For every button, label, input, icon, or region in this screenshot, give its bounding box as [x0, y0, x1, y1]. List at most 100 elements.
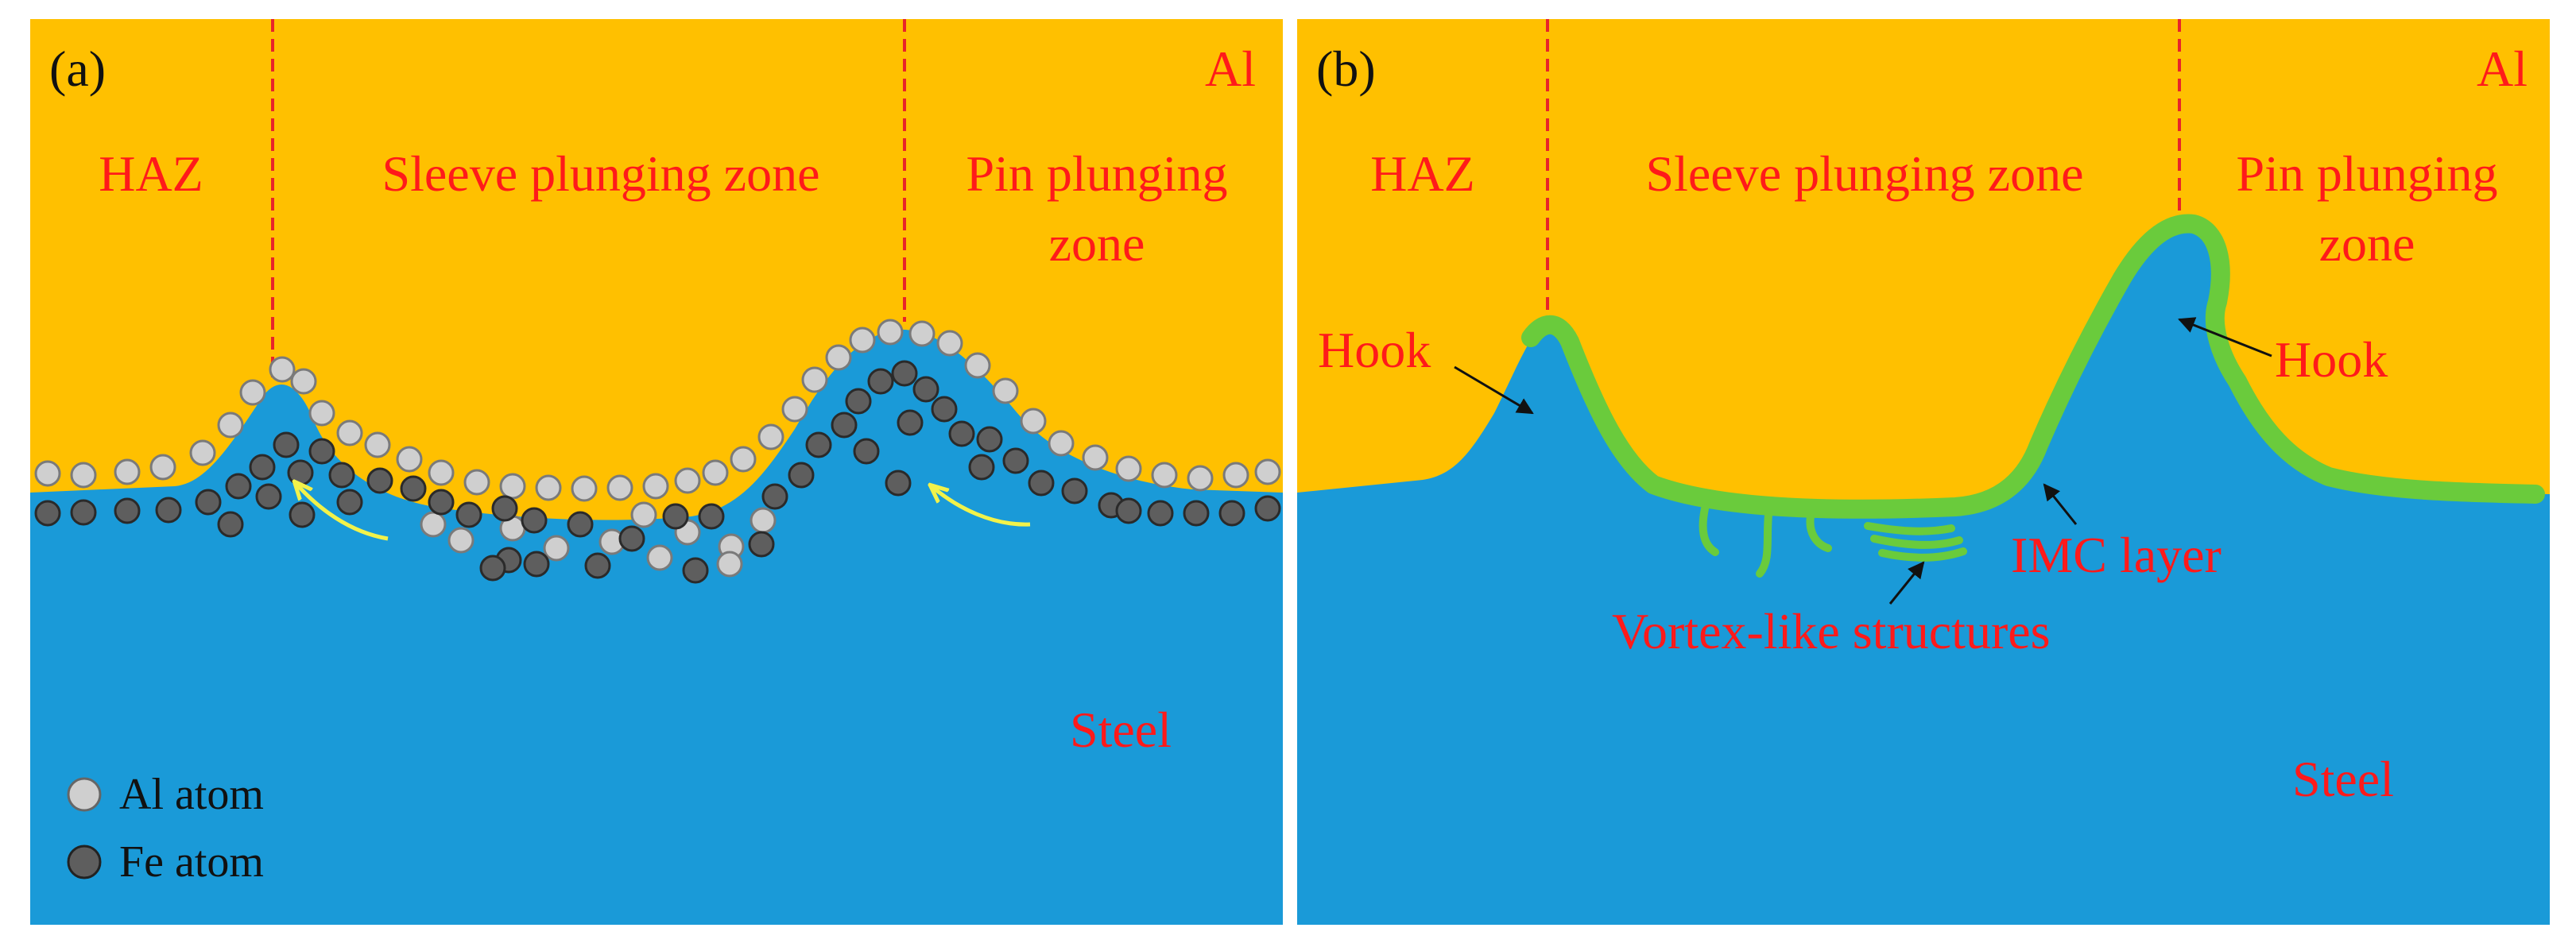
fe-atom — [1115, 497, 1142, 524]
fe-atom — [1028, 470, 1055, 497]
fe-atom — [1183, 500, 1210, 527]
fe-atom — [249, 454, 276, 481]
panel-a-zone-sleeve: Sleeve plunging zone — [382, 145, 820, 202]
legend-al-atom-label: Al atom — [119, 770, 264, 819]
panel-a-zone-haz: HAZ — [99, 145, 203, 202]
vortex-strand — [1870, 535, 1963, 549]
panel-b-tag: (b) — [1316, 41, 1376, 97]
fe-atom — [217, 511, 244, 538]
flow-arrow-left — [296, 483, 389, 541]
fe-atom — [1218, 500, 1245, 527]
panel-a-tag: (a) — [49, 41, 106, 97]
al-atom — [825, 344, 852, 371]
al-atom — [992, 377, 1019, 404]
al-atom — [1048, 430, 1075, 457]
fe-atom — [891, 360, 918, 387]
legend: Al atom Fe atom — [67, 770, 264, 887]
al-atom — [1115, 455, 1142, 482]
fe-atom — [34, 500, 61, 527]
al-atom — [757, 423, 784, 450]
legend-fe-atom-label: Fe atom — [119, 837, 264, 887]
fe-atom — [225, 473, 252, 500]
panel-b-zone-haz: HAZ — [1370, 145, 1475, 202]
label-hook-left: Hook — [1318, 322, 1431, 378]
fe-atom — [308, 438, 335, 465]
al-atom — [702, 459, 729, 486]
al-atom — [308, 400, 335, 427]
fe-atom — [618, 525, 645, 552]
fe-atom — [682, 557, 709, 584]
fe-atom — [195, 489, 222, 516]
fe-atom — [761, 483, 788, 510]
fe-atom — [867, 368, 894, 395]
vortex-like-structures — [1699, 504, 1967, 578]
fe-atom — [455, 501, 482, 528]
al-atom — [750, 507, 777, 534]
panel-a-zone-pin-line2: zone — [1049, 215, 1145, 272]
al-atom — [396, 446, 423, 473]
fe-atom — [366, 467, 393, 494]
label-hook-right: Hook — [2275, 331, 2388, 388]
fe-atom — [1002, 447, 1029, 474]
legend-fe-atom-icon — [67, 845, 102, 879]
al-atom — [646, 544, 673, 571]
panel-b-material-al: Al — [2477, 41, 2528, 97]
al-atom — [34, 460, 61, 487]
fe-atom — [948, 420, 975, 447]
legend-al-atom-icon — [67, 777, 102, 812]
fe-atom — [328, 462, 355, 489]
fe-atom — [479, 555, 506, 582]
fe-atom — [1061, 477, 1088, 504]
arrow-vortex — [1888, 561, 1925, 605]
al-atom — [217, 412, 244, 439]
vortex-strand — [1806, 512, 1832, 552]
fe-atom — [968, 454, 995, 481]
vortex-strand — [1756, 511, 1772, 578]
al-atom — [571, 475, 598, 502]
al-atom — [730, 446, 757, 473]
fe-atom — [831, 412, 858, 439]
al-atom — [801, 366, 828, 393]
al-atom — [1254, 458, 1281, 485]
fe-atom — [805, 431, 832, 458]
fe-atom — [845, 388, 872, 415]
label-imc-layer: IMC layer — [2011, 527, 2222, 583]
al-atom — [1151, 462, 1178, 489]
arrow-hook-right — [2178, 317, 2272, 358]
panel-b-zone-sleeve: Sleeve plunging zone — [1646, 145, 2084, 202]
fe-atom — [289, 501, 316, 528]
fe-atom — [698, 503, 725, 530]
al-atom — [189, 439, 216, 466]
al-atom — [420, 511, 447, 538]
vortex-strand — [1699, 504, 1719, 556]
vortex-strand — [1878, 547, 1967, 562]
al-atom — [535, 474, 562, 501]
annotation-arrows — [1454, 317, 2272, 605]
al-atom — [499, 473, 526, 500]
zone-boundary-lines — [271, 19, 906, 377]
fe-atom — [70, 499, 97, 526]
al-atom — [114, 458, 141, 485]
arrow-hook-left — [1454, 365, 1534, 415]
fe-atom — [155, 497, 182, 524]
al-atom — [447, 527, 475, 554]
al-atom — [849, 327, 876, 354]
al-atom — [1222, 462, 1249, 489]
panel-b: (b) Al HAZ Sleeve plunging zone Pin plun… — [1297, 19, 2550, 925]
arrow-imc-layer — [2043, 483, 2078, 525]
fe-atom — [853, 438, 880, 465]
al-atom — [364, 431, 391, 458]
fe-atom — [912, 376, 939, 403]
al-atom — [781, 396, 808, 423]
al-atom — [1082, 444, 1109, 471]
fe-atom — [1254, 495, 1281, 522]
al-atom — [463, 469, 490, 496]
zone-boundary-lines — [1546, 19, 2181, 314]
al-atom — [606, 474, 633, 501]
fe-atom — [584, 552, 611, 579]
fe-atom — [976, 426, 1003, 453]
fe-atom — [428, 489, 455, 516]
al-atom — [877, 319, 904, 346]
label-vortex-structures: Vortex-like structures — [1612, 603, 2051, 659]
